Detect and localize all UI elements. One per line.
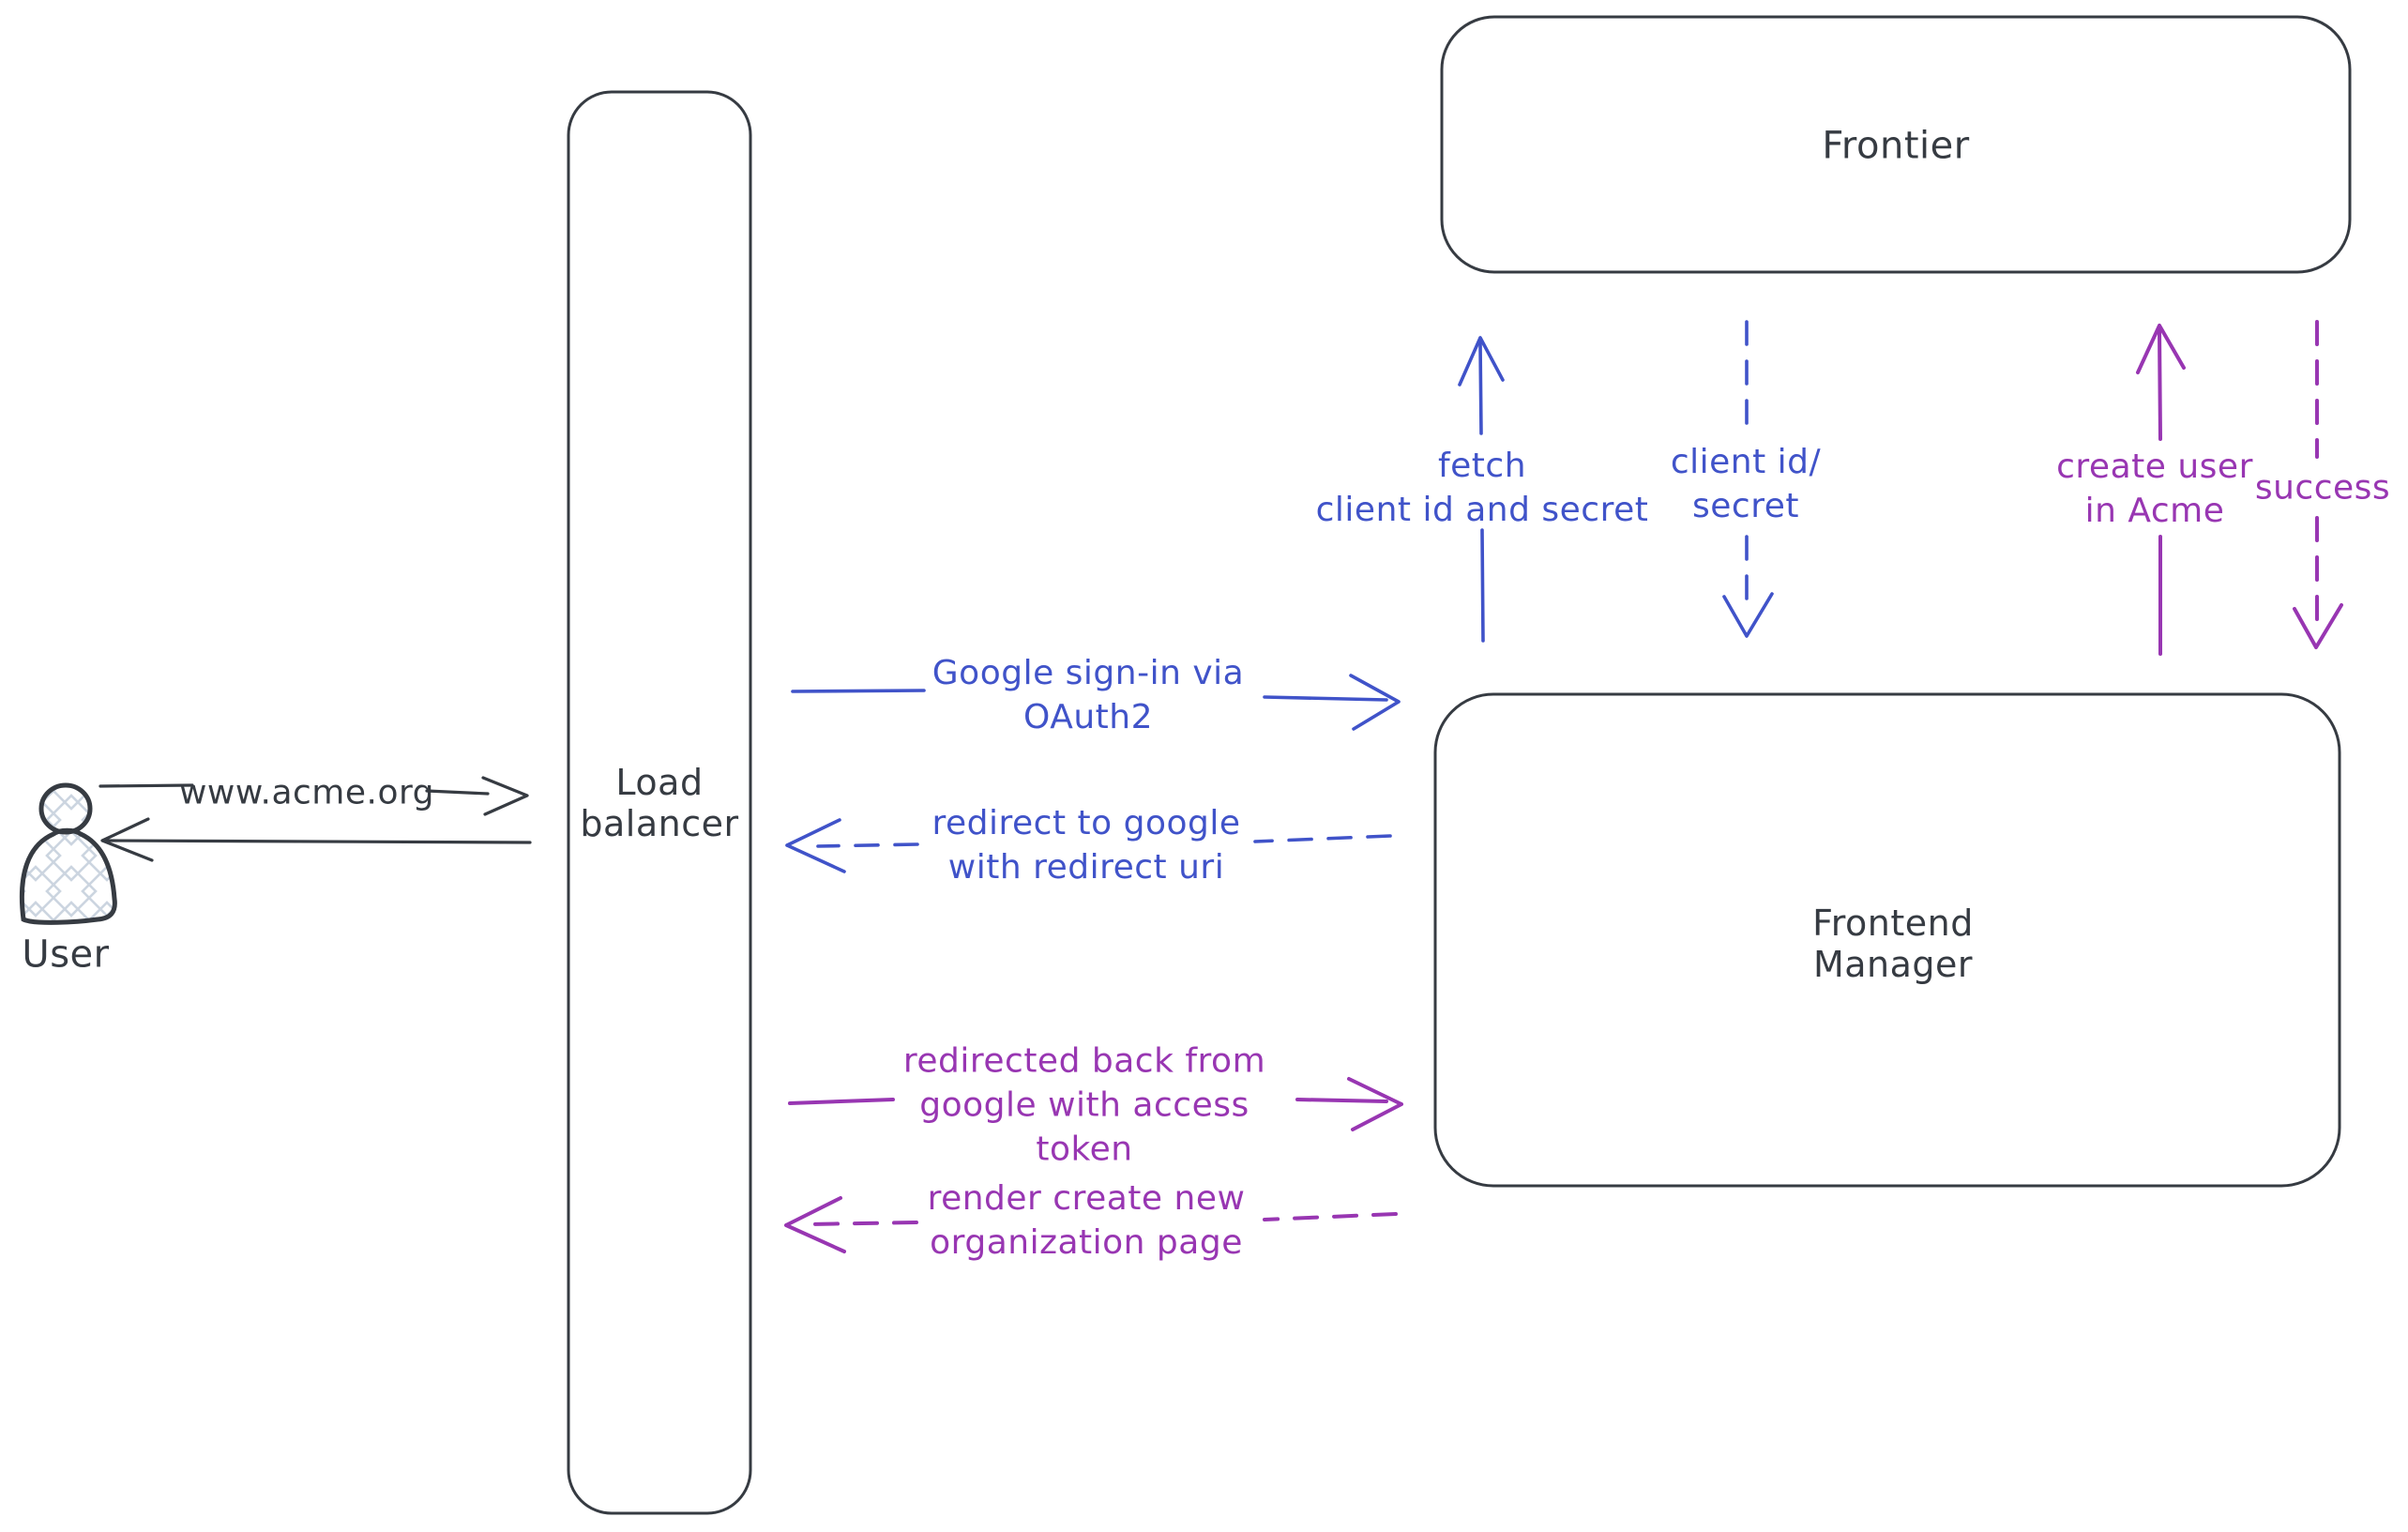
arrow-lb-to-user (100, 817, 532, 862)
arrow-redirected-back (788, 1077, 1403, 1131)
user-icon (19, 782, 117, 925)
frontend-manager-box (1433, 692, 2341, 1188)
load-balancer-box (567, 90, 752, 1515)
arrow-create-user (2136, 324, 2186, 656)
frontier-box (1440, 15, 2352, 274)
arrow-render-org-page (784, 1196, 1398, 1253)
arrow-www-acme (98, 776, 529, 816)
arrow-google-signin (791, 674, 1401, 731)
arrow-client-id-secret (1722, 320, 1774, 638)
arrow-fetch-client-secret (1458, 336, 1505, 643)
arrow-success (2293, 320, 2343, 649)
arrow-redirect-to-google (785, 818, 1392, 873)
